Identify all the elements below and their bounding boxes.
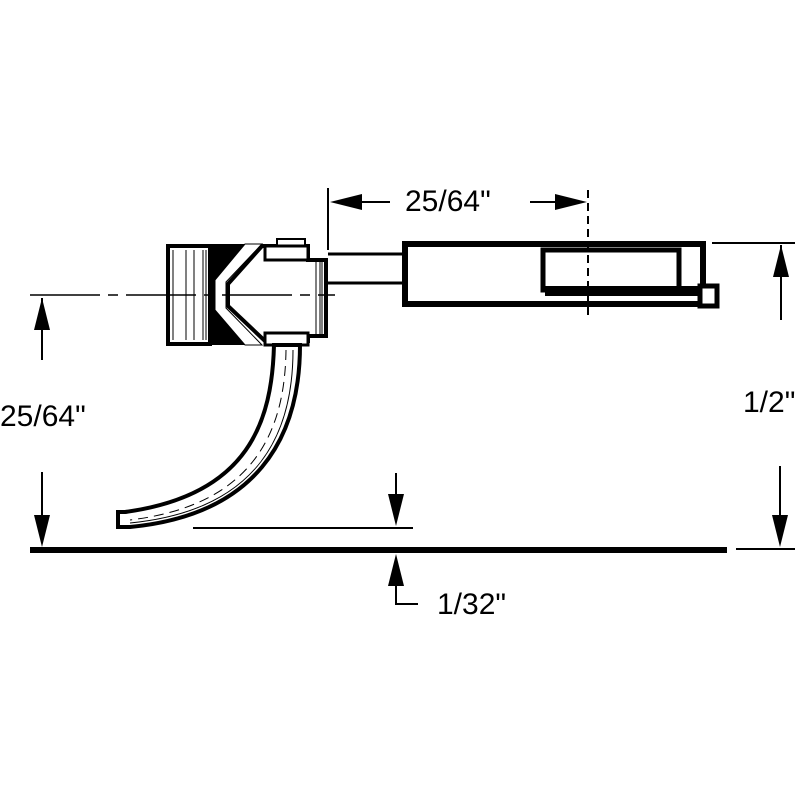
trip-pin [116, 343, 303, 529]
dimension-left [34, 298, 50, 547]
coupler-body [210, 238, 328, 347]
dimension-bottom [193, 473, 418, 605]
dimension-label-right: 1/2" [743, 386, 796, 419]
coupler-shank [328, 252, 405, 285]
dimension-top [327, 188, 587, 250]
dimension-label-top: 25/64" [405, 185, 491, 218]
draft-gear-box [402, 241, 720, 309]
dimension-label-left: 25/64" [0, 400, 86, 433]
dimension-right [712, 242, 795, 550]
dimension-label-bottom: 1/32" [437, 588, 507, 621]
